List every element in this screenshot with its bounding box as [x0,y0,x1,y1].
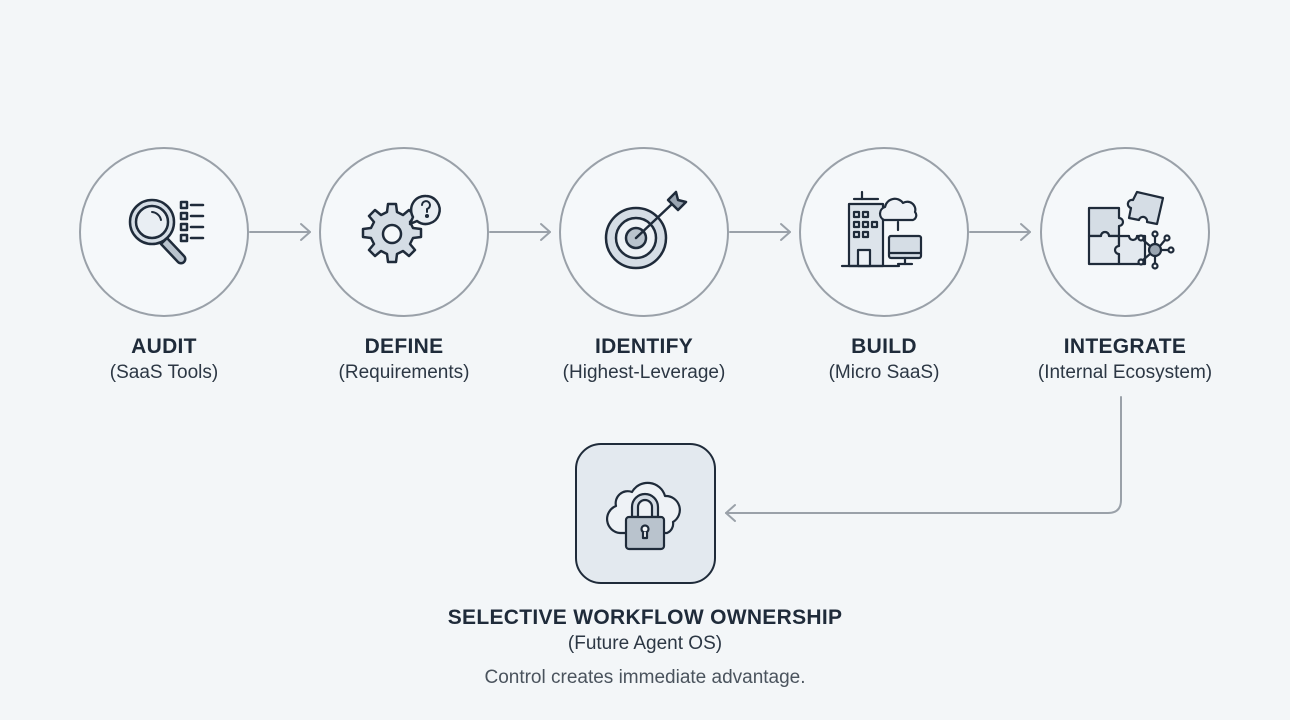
step-icon-circle [1040,147,1210,317]
building-cloud-monitor-icon [840,190,923,268]
puzzle-network-icon [1087,190,1175,270]
step-title: INTEGRATE [1063,335,1187,358]
step-identify: IDENTIFY (Highest-Leverage) [524,147,764,385]
step-subtitle: (Micro SaaS) [828,362,940,383]
target-arrow-icon [604,190,688,270]
final-title: SELECTIVE WORKFLOW OWNERSHIP [447,606,843,629]
step-title: BUILD [851,335,917,358]
step-subtitle: (SaaS Tools) [109,362,219,383]
step-subtitle: (Requirements) [338,362,470,383]
final-outcome: SELECTIVE WORKFLOW OWNERSHIP (Future Age… [420,443,870,690]
gear-question-icon [361,194,441,264]
final-icon-box [574,443,716,584]
magnifier-checklist-icon [128,198,205,265]
cloud-lock-icon [606,481,681,550]
final-subtitle: (Future Agent OS) [567,633,723,654]
step-integrate: INTEGRATE (Internal Ecosystem) [1005,147,1245,385]
step-title: AUDIT [131,335,197,358]
step-build: BUILD (Micro SaaS) [764,147,1004,385]
step-subtitle: (Highest-Leverage) [562,362,726,383]
step-title: DEFINE [364,335,444,358]
step-icon-circle [799,147,969,317]
step-title: IDENTIFY [594,335,694,358]
final-tagline: Control creates immediate advantage. [484,667,806,688]
step-icon-circle [559,147,729,317]
step-audit: AUDIT (SaaS Tools) [44,147,284,385]
step-icon-circle [79,147,249,317]
step-icon-circle [319,147,489,317]
step-subtitle: (Internal Ecosystem) [1037,362,1213,383]
step-define: DEFINE (Requirements) [284,147,524,385]
